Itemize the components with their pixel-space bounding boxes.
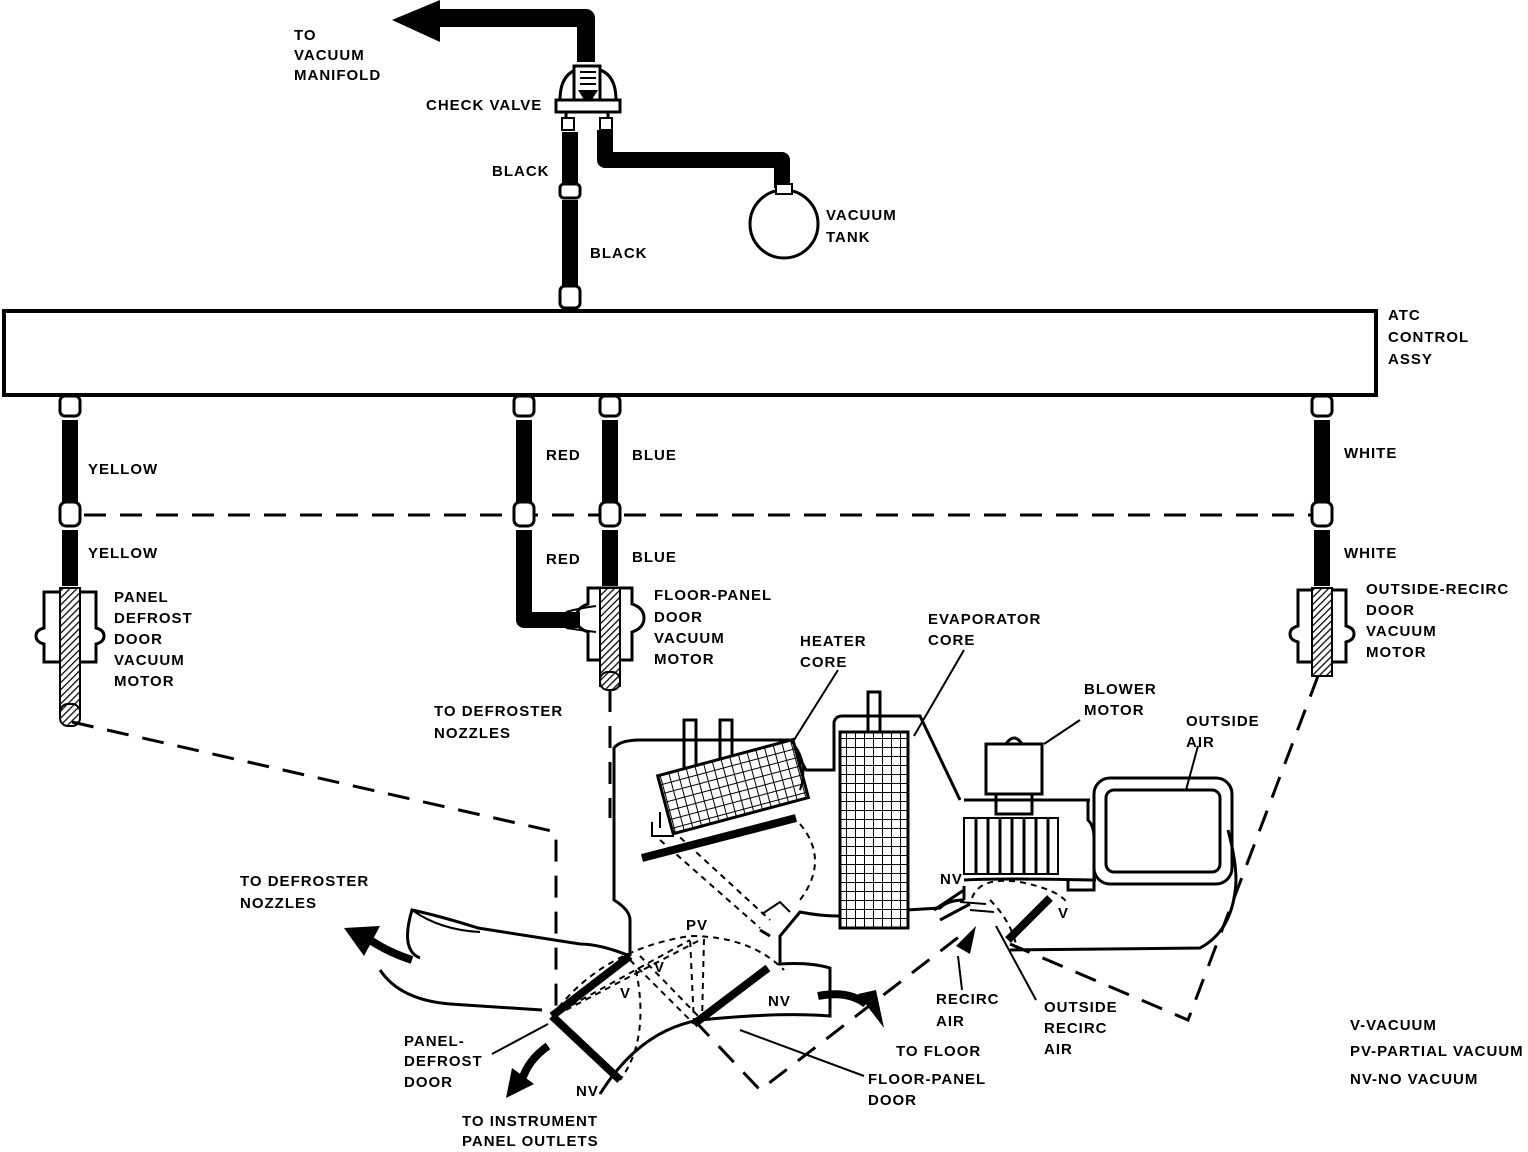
- panel-defrost-motor-label: PANEL DEFROST DOOR VACUUM MOTOR: [114, 589, 198, 690]
- blue-hose-upper-label: BLUE: [632, 447, 677, 464]
- to-floor-label: TO FLOOR: [896, 1043, 981, 1060]
- nv-bottom-label: NV: [576, 1083, 599, 1100]
- yellow-hose-lower-label: YELLOW: [88, 545, 158, 562]
- nv-floor-label: NV: [768, 993, 791, 1010]
- to-instrument-panel-outlets-label: TO INSTRUMENT PANEL OUTLETS: [462, 1113, 603, 1150]
- panel-defrost-vacuum-motor: [34, 587, 106, 727]
- floor-panel-door-label: FLOOR-PANEL DOOR: [868, 1071, 991, 1109]
- connector-nipples: [58, 394, 1334, 418]
- tank-hose: [597, 130, 790, 188]
- v-left-label: V: [620, 985, 631, 1002]
- floor-panel-vacuum-motor: [565, 586, 646, 691]
- atc-control-assy: [2, 309, 1378, 397]
- vacuum-tank: [748, 188, 820, 260]
- recirc-air-label: RECIRC AIR: [936, 991, 1005, 1030]
- evaporator-core: [838, 690, 910, 930]
- panel-defrost-door-label: PANEL- DEFROST DOOR: [404, 1033, 488, 1091]
- black-hose-lower-label: BLACK: [590, 245, 648, 262]
- legend-item-vacuum: V-VACUUM: [1350, 1017, 1437, 1034]
- floor-panel-linkage: [692, 934, 961, 1093]
- heater-core-label: HEATER CORE: [800, 633, 872, 671]
- leader-lines: [491, 649, 1199, 1077]
- legend-item-no-vacuum: NV-NO VACUUM: [1350, 1071, 1478, 1088]
- outside-recirc-air-label: OUTSIDE RECIRC AIR: [1044, 999, 1123, 1058]
- arrow-floor-icon: [817, 990, 869, 1008]
- blower-motor-label: BLOWER MOTOR: [1084, 681, 1162, 719]
- legend: V-VACUUM PV-PARTIAL VACUUM NV-NO VACUUM: [1350, 1017, 1528, 1088]
- check-valve-label: CHECK VALVE: [426, 97, 542, 114]
- outside-air-inlet: [1092, 776, 1234, 886]
- white-hose-lower-label: WHITE: [1344, 545, 1397, 562]
- arrow-to-manifold-icon: [392, 0, 440, 42]
- red-hose-upper-label: RED: [546, 447, 581, 464]
- mid-connectors: [58, 500, 1334, 528]
- arrow-recirc-icon: [956, 926, 976, 954]
- to-vacuum-manifold-label: TO VACUUM MANIFOLD: [294, 27, 381, 84]
- vacuum-tank-label: VACUUM TANK: [826, 207, 902, 246]
- to-defroster-nozzles-upper-label: TO DEFROSTER NOZZLES: [434, 703, 568, 742]
- upper-hoses: [62, 420, 1330, 502]
- nv-recirc-label: NV: [940, 871, 963, 888]
- blue-hose-lower-label: BLUE: [632, 549, 677, 566]
- arrow-instrument-panel-icon: [518, 1042, 551, 1082]
- blower-motor: [963, 736, 1059, 875]
- floor-panel-door: [629, 937, 771, 1028]
- check-valve: [554, 64, 622, 131]
- white-hose-upper-label: WHITE: [1344, 445, 1397, 462]
- pv-label: PV: [686, 917, 708, 934]
- heater-core: [640, 718, 816, 929]
- lower-hoses: [62, 530, 1330, 628]
- to-defroster-nozzles-lower-label: TO DEFROSTER NOZZLES: [240, 873, 374, 912]
- red-hose-lower-label: RED: [546, 551, 581, 568]
- black-hose-upper-label: BLACK: [492, 163, 550, 180]
- outside-air-label: OUTSIDE AIR: [1186, 713, 1265, 751]
- outside-recirc-linkage: [1009, 675, 1320, 1022]
- outside-recirc-vacuum-motor: [1288, 587, 1356, 677]
- atc-control-assy-label: ATC CONTROL ASSY: [1388, 307, 1474, 368]
- evaporator-core-label: EVAPORATOR CORE: [928, 611, 1047, 649]
- v-mid-label: V: [654, 959, 665, 976]
- floor-panel-motor-label: FLOOR-PANEL DOOR VACUUM MOTOR: [654, 587, 777, 668]
- panel-defrost-door: [549, 934, 785, 1083]
- arrow-defroster-icon: [367, 936, 414, 964]
- legend-item-partial-vacuum: PV-PARTIAL VACUUM: [1350, 1043, 1524, 1060]
- outside-recirc-door: [959, 879, 1069, 945]
- manifold-hose: [392, 0, 595, 62]
- panel-defrost-linkage: [71, 720, 558, 1016]
- yellow-hose-upper-label: YELLOW: [88, 461, 158, 478]
- v-right-label: V: [1058, 905, 1069, 922]
- hvac-case: [378, 714, 1238, 1095]
- outside-recirc-motor-label: OUTSIDE-RECIRC DOOR VACUUM MOTOR: [1366, 581, 1514, 661]
- airflow-arrows: [344, 926, 976, 1098]
- black-hose: [558, 132, 582, 310]
